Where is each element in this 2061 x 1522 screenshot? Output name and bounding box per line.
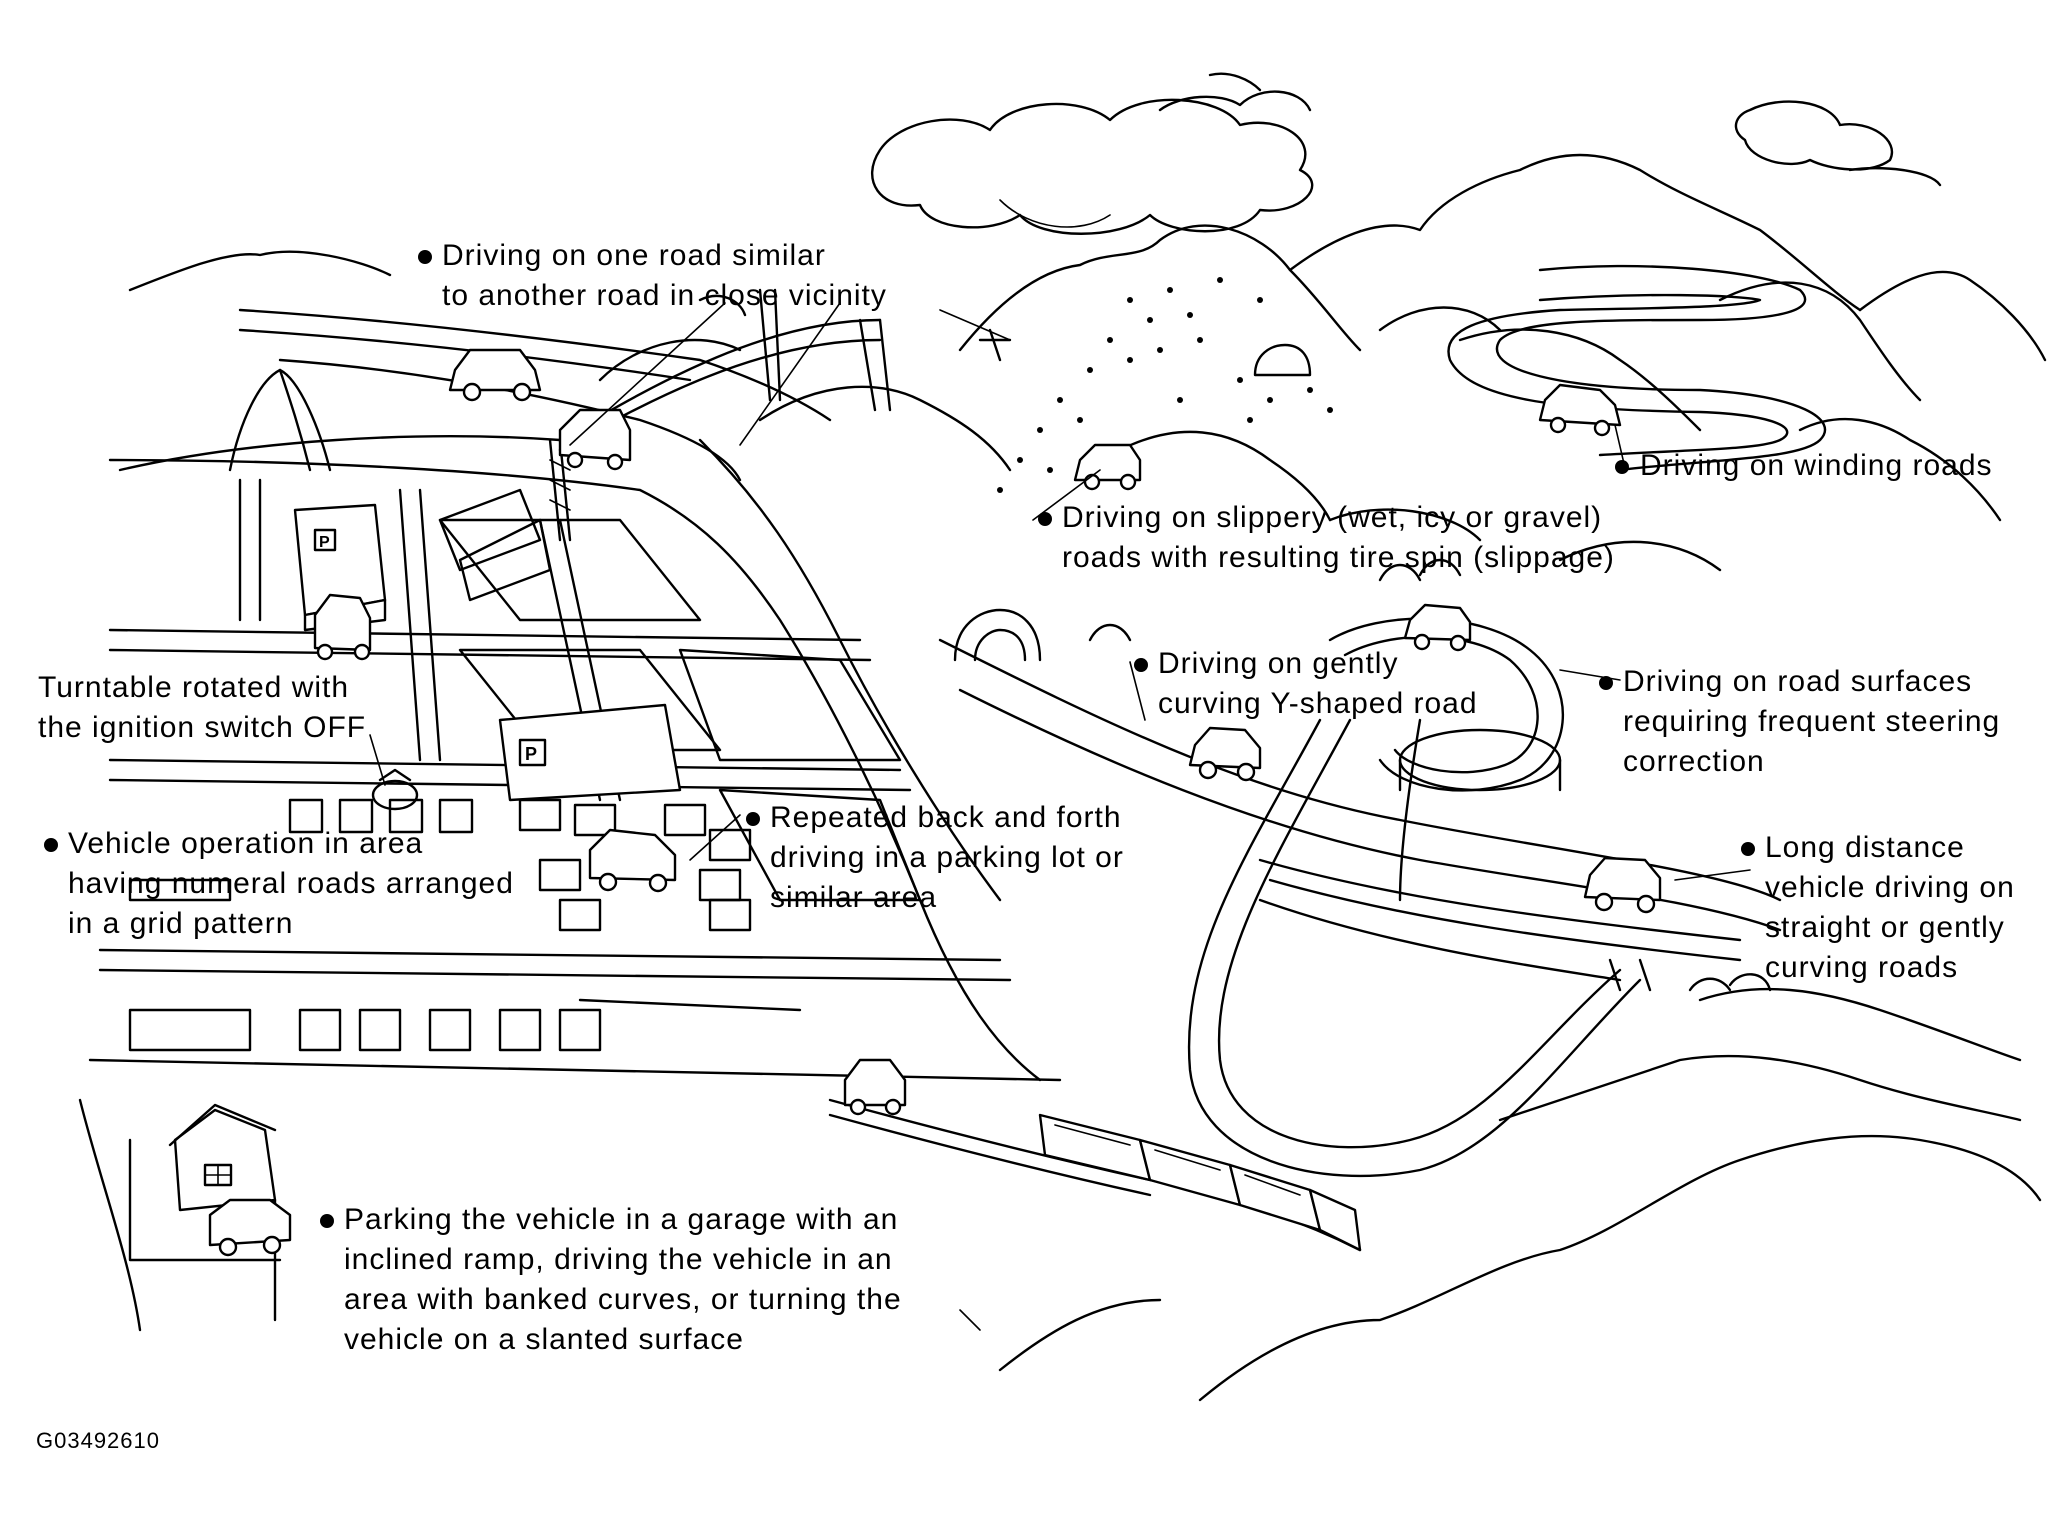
bullet-steering [1599, 676, 1613, 690]
label-line: correction [1623, 745, 1765, 778]
label-line: the ignition switch OFF [38, 711, 367, 744]
bullet-slippery [1038, 512, 1052, 526]
label-line: roads with resulting tire spin (slippage… [1062, 541, 1615, 574]
car-icon [588, 828, 677, 893]
label-line: Driving on gently [1158, 647, 1399, 680]
bullet-grid [44, 838, 58, 852]
tree-icon [78, 294, 2042, 1402]
label-line: Driving on winding roads [1640, 449, 1993, 482]
svg-text:P: P [525, 744, 537, 764]
label-steering: Driving on road surfaces requiring frequ… [1623, 662, 2000, 782]
parking-building-icon: P [498, 703, 682, 802]
bullet-winding [1615, 460, 1629, 474]
winding-road [1447, 264, 1827, 472]
label-grid: Vehicle operation in area having numeral… [68, 824, 514, 944]
label-turntable: Turntable rotated with the ignition swit… [38, 668, 366, 748]
car-icon [1073, 443, 1142, 491]
bullet-parking-lot [746, 812, 760, 826]
bullet-similar-road [418, 250, 432, 264]
parking-lot [518, 798, 752, 932]
train-icon [1038, 1113, 1362, 1252]
label-long-distance: Long distance vehicle driving on straigh… [1765, 828, 2015, 988]
gravel-texture [997, 277, 1333, 493]
car-icon [1188, 726, 1262, 782]
tunnel-icon [953, 343, 1312, 662]
label-winding: Driving on winding roads [1640, 446, 1993, 486]
label-line: Driving on one road similar [442, 239, 826, 272]
label-garage: Parking the vehicle in a garage with an … [344, 1200, 902, 1360]
mountain-icon [128, 153, 2047, 572]
label-line: Long distance [1765, 831, 1965, 864]
label-line: Driving on slippery (wet, icy or gravel) [1062, 501, 1603, 534]
cloud-icon [1734, 100, 1942, 187]
label-line: Driving on road surfaces [1623, 665, 1973, 698]
label-line: Turntable rotated with [38, 671, 350, 704]
bullet-garage [320, 1214, 334, 1228]
label-line: Repeated back and forth [770, 801, 1122, 834]
label-line: driving in a parking lot or [770, 841, 1124, 874]
label-line: curving roads [1765, 951, 1959, 984]
bullet-y-shaped [1134, 658, 1148, 672]
label-line: straight or gently [1765, 911, 2005, 944]
cloud-icon [870, 72, 1314, 235]
label-line: vehicle on a slanted surface [344, 1323, 744, 1356]
car-icon [558, 408, 632, 471]
label-line: inclined ramp, driving the vehicle in an [344, 1243, 893, 1276]
label-line: Parking the vehicle in a garage with an [344, 1203, 899, 1236]
label-line: curving Y-shaped road [1158, 687, 1478, 720]
label-line: Vehicle operation in area [68, 827, 424, 860]
label-line: having numeral roads arranged [68, 867, 514, 900]
label-line: to another road in close vicinity [442, 279, 887, 312]
figure-id: G03492610 [36, 1428, 160, 1453]
car-icon [1583, 856, 1662, 914]
label-slippery: Driving on slippery (wet, icy or gravel)… [1062, 498, 1615, 578]
label-line: in a grid pattern [68, 907, 294, 940]
label-similar-road: Driving on one road similar to another r… [442, 236, 887, 316]
car-icon [208, 1198, 292, 1257]
svg-text:P: P [319, 534, 330, 551]
label-line: vehicle driving on [1765, 871, 2015, 904]
car-icon [313, 593, 372, 661]
car-icon [1403, 603, 1472, 652]
railway [828, 1098, 1362, 1252]
leader-lines [369, 302, 1751, 1331]
label-parking-lot: Repeated back and forth driving in a par… [770, 798, 1124, 918]
car-icon [843, 1058, 907, 1116]
car-icon [1538, 383, 1622, 437]
turntable [371, 768, 419, 811]
label-line: area with banked curves, or turning the [344, 1283, 902, 1316]
long-highway [938, 638, 1782, 992]
label-line: requiring frequent steering [1623, 705, 2001, 738]
label-line: similar area [770, 881, 938, 914]
car-icon [448, 348, 542, 402]
label-y-shaped: Driving on gently curving Y-shaped road [1158, 644, 1478, 724]
bullet-long-distance [1741, 842, 1755, 856]
